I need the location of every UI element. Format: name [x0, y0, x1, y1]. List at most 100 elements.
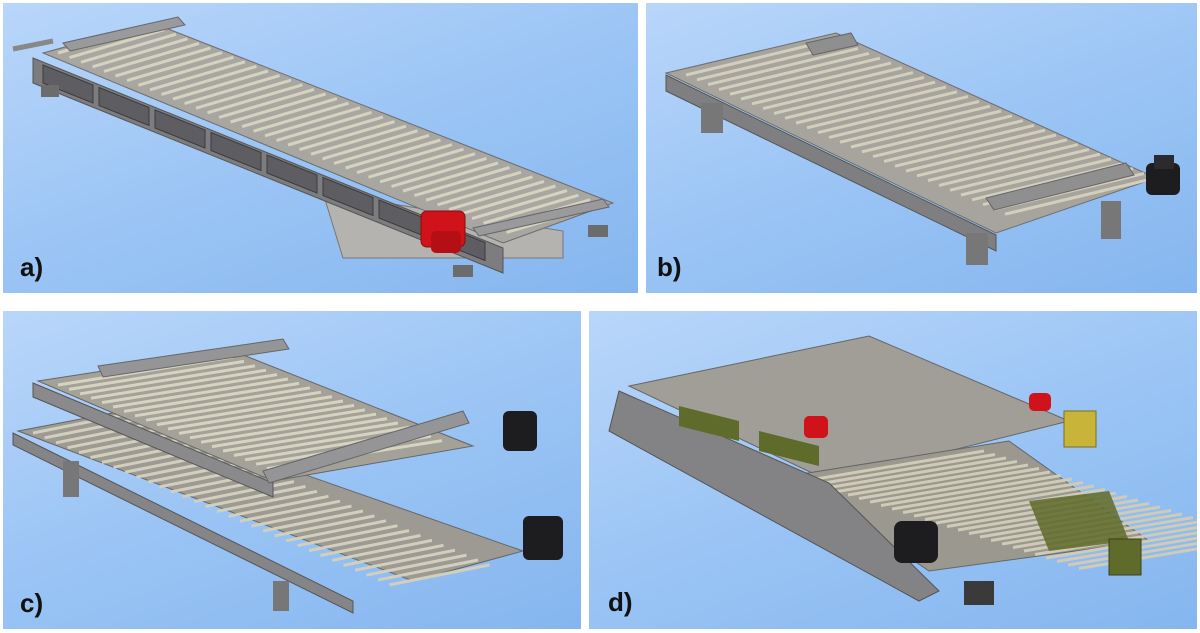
roller [211, 417, 388, 449]
roller [949, 152, 1101, 192]
panel-d-assembly-view: d) [589, 311, 1197, 629]
roller [806, 90, 958, 130]
roller [869, 470, 1051, 504]
drive-motor-icon [503, 411, 563, 560]
roller [356, 143, 453, 175]
roller [858, 467, 1040, 500]
drive-motor-icon [894, 521, 938, 563]
roller [67, 426, 168, 450]
roller [448, 179, 545, 211]
roller [207, 83, 303, 115]
side-box-panel [210, 131, 262, 172]
roller [138, 55, 234, 87]
roller [126, 51, 223, 83]
roller [115, 46, 211, 78]
roller [123, 381, 300, 413]
roller [795, 85, 947, 125]
roller [80, 32, 177, 64]
roller [193, 480, 295, 504]
panel-a-single-screen-view: a) [3, 3, 638, 293]
roller [78, 431, 180, 455]
roller [389, 563, 490, 587]
roller [297, 524, 398, 548]
roller [850, 109, 1002, 149]
drive-motor-icon [420, 210, 466, 253]
roller [905, 133, 1057, 173]
roller [274, 514, 375, 538]
roller [218, 87, 315, 119]
roller [784, 80, 936, 120]
roller [103, 41, 200, 73]
roller [145, 390, 322, 422]
roller [320, 534, 421, 557]
roller [253, 101, 349, 133]
panel-label: d) [608, 587, 633, 617]
side-box-panel [154, 109, 206, 149]
roller [322, 129, 418, 161]
roller [156, 395, 333, 427]
roller [1067, 541, 1197, 567]
roller [740, 61, 892, 101]
roller [828, 99, 980, 139]
roller [239, 499, 341, 523]
roller [69, 28, 165, 60]
roller [228, 494, 329, 518]
roller [262, 509, 364, 533]
roller [471, 189, 568, 221]
roller [285, 519, 387, 543]
roller [222, 421, 399, 453]
roller [44, 416, 145, 440]
roller [68, 359, 245, 391]
roller [729, 56, 881, 96]
roller [345, 138, 441, 170]
side-box-panel [322, 176, 374, 217]
roller [205, 485, 306, 508]
roller [883, 123, 1035, 163]
roller [216, 489, 318, 513]
side-box-panel [98, 86, 150, 127]
roller [924, 488, 1106, 521]
roller [839, 104, 991, 144]
roller [251, 504, 352, 528]
roller [195, 78, 292, 110]
roller [379, 152, 476, 184]
roller [913, 484, 1095, 518]
roller [814, 453, 996, 486]
roller [847, 463, 1029, 497]
roller [200, 412, 377, 444]
roller [825, 456, 1007, 490]
panel-label: a) [20, 252, 44, 282]
roller [891, 477, 1073, 511]
roller [880, 474, 1062, 507]
roller [90, 436, 191, 459]
panel-b-single-screen-view: b) [646, 3, 1197, 293]
roller [308, 529, 410, 553]
screen-illustration-b [664, 32, 1180, 265]
screen-illustration-d [608, 335, 1197, 605]
roller [377, 558, 479, 582]
roller [836, 460, 1018, 493]
roller [184, 74, 280, 106]
roller [751, 66, 903, 106]
roller [241, 97, 338, 129]
roller [343, 543, 444, 567]
roller [101, 440, 203, 464]
roller [55, 421, 157, 445]
roller [894, 128, 1046, 168]
screen-illustration-a [12, 16, 615, 277]
side-box-panel [266, 154, 318, 194]
roller [366, 553, 467, 577]
roller [960, 157, 1112, 197]
panel-c-double-screen-view: c) [3, 311, 581, 629]
roller [310, 124, 407, 156]
roller [32, 411, 134, 435]
screen-illustration-c [12, 338, 563, 614]
roller [178, 403, 355, 435]
roller [927, 143, 1079, 183]
roller [872, 119, 1024, 159]
roller [460, 184, 556, 216]
roller [90, 368, 267, 400]
roller [391, 156, 487, 188]
roller [333, 133, 430, 165]
roller [134, 386, 311, 418]
